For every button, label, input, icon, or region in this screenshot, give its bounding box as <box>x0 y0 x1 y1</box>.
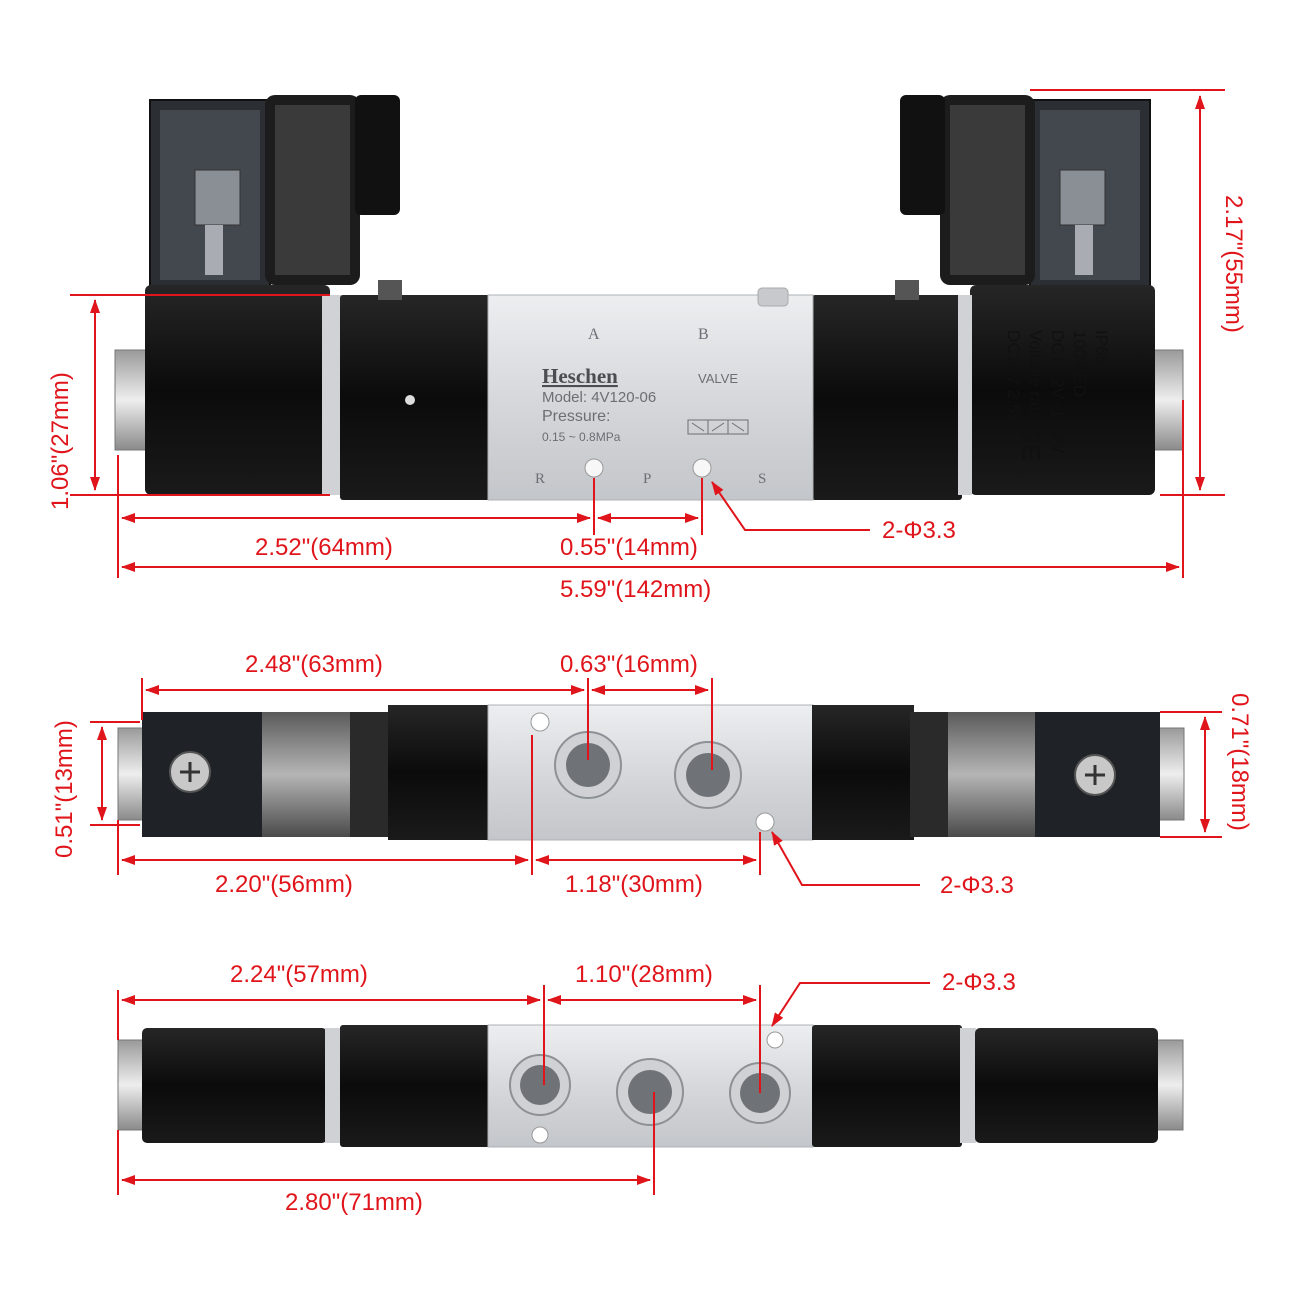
bottom-left-nut <box>117 1039 147 1131</box>
coil-label: DC12V 2.5W Voltage range: DC10.2V~13.2V … <box>1004 330 1111 461</box>
ce-mark: CE <box>1016 425 1046 461</box>
dim-holes-bottom: 2-Φ3.3 <box>942 969 1016 996</box>
port-b-label: B <box>698 326 709 343</box>
top-right-pilot <box>812 705 914 840</box>
dim-total-length: 5.59"(142mm) <box>560 576 711 603</box>
mount-hole-2 <box>692 458 712 478</box>
svg-text:DC10.2V~13.2V: DC10.2V~13.2V <box>1048 330 1067 454</box>
dim-height: 1.06"(27mm) <box>47 372 74 510</box>
bottom-left-pilot <box>340 1025 490 1147</box>
svg-text:IP65: IP65 <box>1092 330 1111 365</box>
right-coil <box>970 285 1155 495</box>
dim-top-hole-spacing: 1.18"(30mm) <box>565 871 703 898</box>
dim-bottom-port-spacing: 1.10"(28mm) <box>575 961 713 988</box>
right-pilot-block <box>812 295 962 500</box>
dim-bottom-length-b: 2.80"(71mm) <box>285 1189 423 1216</box>
left-end-nut <box>114 349 151 451</box>
leader-holes-front <box>711 481 870 531</box>
pressure-range: 0.15 ~ 0.8MPa <box>542 430 621 444</box>
bottom-view: 2.24"(57mm) 1.10"(28mm) 2-Φ3.3 2.80"(71m… <box>117 961 1184 1216</box>
bottom-right-nut <box>1154 1039 1184 1131</box>
bottom-left-coil <box>142 1028 327 1143</box>
top-view: 2.48"(63mm) 0.63"(16mm) 0.51"(13mm) 0.71… <box>51 651 1253 899</box>
port-r-label: R <box>535 471 545 487</box>
leader-holes-top <box>771 831 920 886</box>
dim-top-length-b: 2.20"(56mm) <box>215 871 353 898</box>
pressure-label: Pressure: <box>542 408 610 425</box>
valve-body <box>487 294 814 501</box>
dim-holes-front: 2-Φ3.3 <box>882 517 956 544</box>
dim-total-height: 2.17"(55mm) <box>1220 195 1247 333</box>
brand-label: Heschen <box>542 364 618 388</box>
dim-top-length-a: 2.48"(63mm) <box>245 651 383 678</box>
port-s-label: S <box>758 471 766 487</box>
leader-holes-bottom <box>771 982 930 1027</box>
dim-bottom-length-a: 2.24"(57mm) <box>230 961 368 988</box>
svg-text:Voltage range:: Voltage range: <box>1026 330 1045 440</box>
dim-top-width: 0.71"(18mm) <box>1226 693 1253 831</box>
top-right-nut <box>1155 727 1185 821</box>
mount-hole-1 <box>584 458 604 478</box>
valve-text: VALVE <box>698 371 738 386</box>
bottom-right-pilot <box>812 1025 962 1147</box>
valve-symbol-icon <box>687 419 749 435</box>
port-p-label: P <box>643 471 651 487</box>
dim-port-spacing: 0.55"(14mm) <box>560 534 698 561</box>
dim-port-to-end: 2.52"(64mm) <box>255 534 393 561</box>
svg-text:DC12V 2.5W: DC12V 2.5W <box>1004 330 1023 429</box>
dim-holes-top: 2-Φ3.3 <box>940 872 1014 899</box>
top-left-nut <box>117 727 147 821</box>
svg-text:100%ED: 100%ED <box>1070 330 1089 397</box>
front-view: A B Heschen VALVE Model: 4V120-06 Pressu… <box>47 89 1247 603</box>
left-pilot-block <box>340 295 490 500</box>
dim-top-width-inner: 0.51"(13mm) <box>51 720 78 858</box>
port-a-label: A <box>588 326 600 343</box>
model-label: Model: 4V120-06 <box>542 389 656 406</box>
dim-top-port-spacing: 0.63"(16mm) <box>560 651 698 678</box>
top-left-pilot <box>388 705 490 840</box>
bottom-right-coil <box>975 1028 1158 1143</box>
left-coil <box>145 285 330 495</box>
